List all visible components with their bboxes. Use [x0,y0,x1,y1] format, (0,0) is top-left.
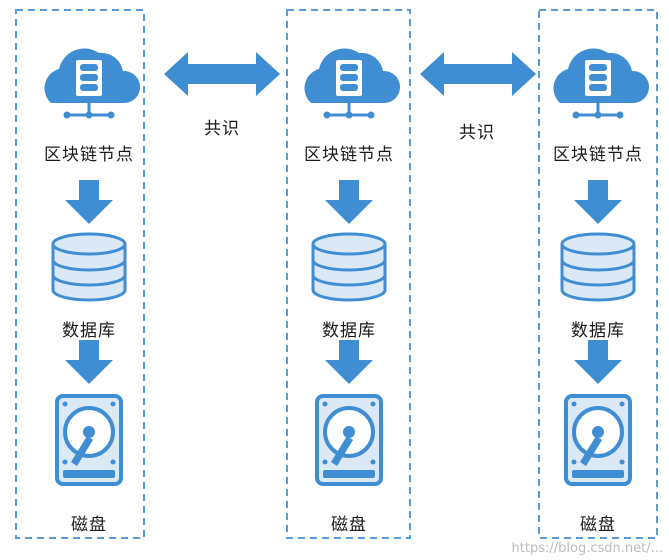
database-icon [51,232,127,302]
database-icon [560,232,636,302]
cloud-database-icon [302,47,402,120]
double-arrow-icon [164,52,280,96]
node-label: 区块链节点 [44,145,134,165]
disk-label: 磁盘 [580,515,616,535]
node-column-2-border [286,9,411,539]
watermark: https://blog.csdn.net/... [511,541,663,556]
database-label: 数据库 [322,321,376,341]
disk-label: 磁盘 [71,515,107,535]
arrow-down-icon [325,340,373,384]
arrow-down-icon [574,180,622,224]
cloud-database-icon [551,47,651,120]
database-icon [311,232,387,302]
node-label: 区块链节点 [553,145,643,165]
arrow-down-icon [325,180,373,224]
arrow-down-icon [574,340,622,384]
node-label: 区块链节点 [304,145,394,165]
database-label: 数据库 [571,321,625,341]
arrow-down-icon [65,180,113,224]
hard-disk-icon [315,394,383,486]
node-column-1-border [15,9,145,539]
disk-label: 磁盘 [331,515,367,535]
cloud-database-icon [42,47,142,120]
arrow-down-icon [65,340,113,384]
hard-disk-icon [564,394,632,486]
consensus-label: 共识 [459,123,495,143]
database-label: 数据库 [62,321,116,341]
hard-disk-icon [55,394,123,486]
consensus-label: 共识 [204,119,240,139]
double-arrow-icon [420,52,536,96]
